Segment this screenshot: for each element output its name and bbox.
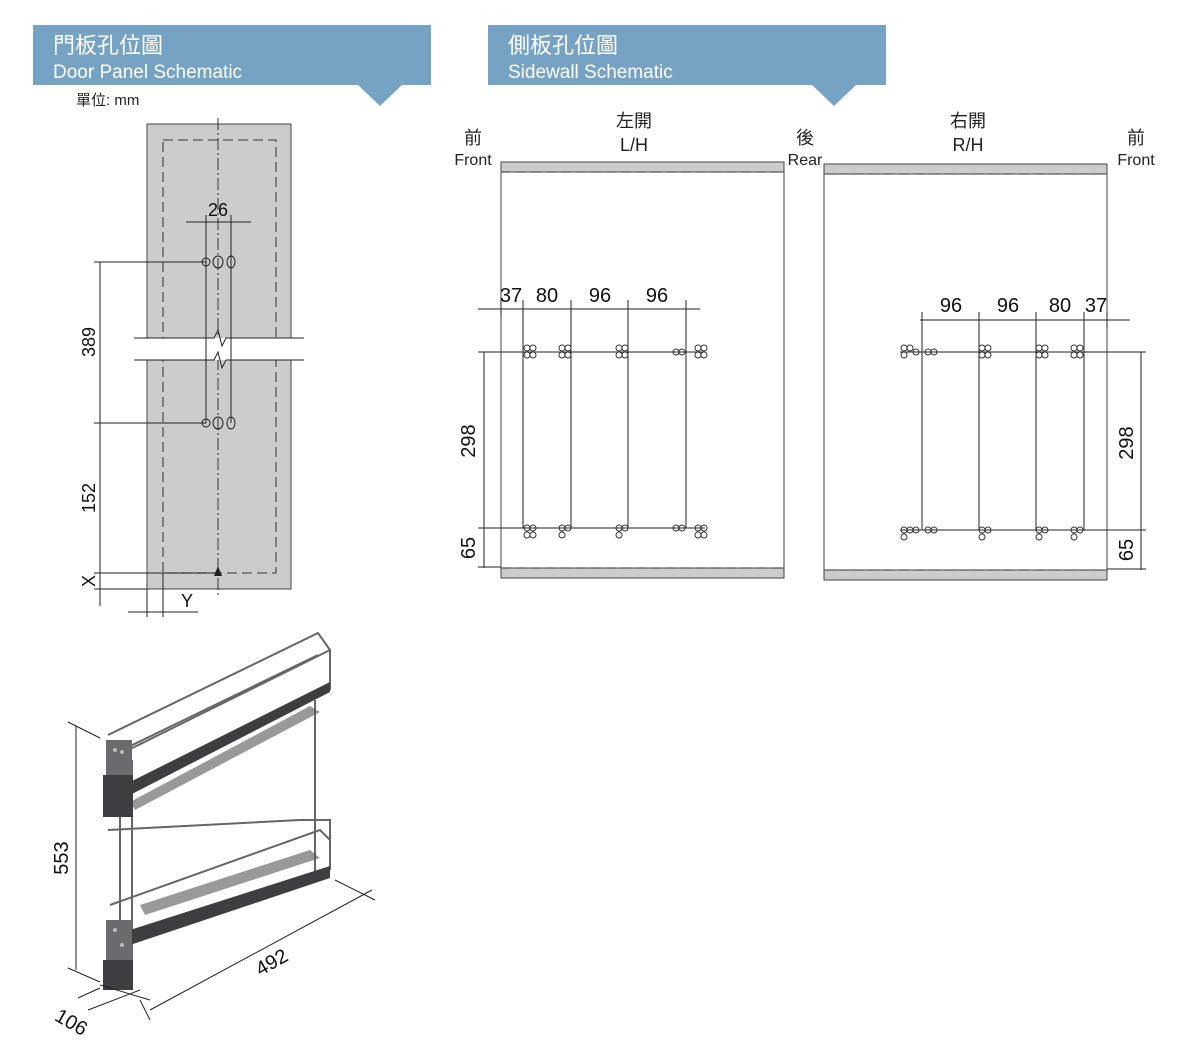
rear-cn: 後 [796,128,814,148]
rh-cn: 右開 [950,111,986,131]
dim-65: 65 [1116,539,1138,561]
left-sidewall: 37 80 96 96 298 65 [458,161,785,579]
lower-shelf [130,866,330,945]
dim-298: 298 [1116,426,1138,459]
dim-298: 298 [458,424,480,457]
hole-markers [900,344,1084,541]
dim-65: 65 [458,537,480,559]
rh-en: R/H [953,135,984,155]
dim-height-553: 553 [51,841,73,874]
dim-x: X [79,575,99,587]
dim-depth-492: 492 [252,945,292,981]
hole-markers [523,344,708,539]
dim-80: 80 [1049,295,1071,317]
door-title-en: Door Panel Schematic [53,62,242,83]
door-panel-drawing: 26 389 152 X Y [79,118,304,617]
header-pointer-icon [358,85,402,106]
left-front-en: Front [454,152,492,169]
right-sidewall: 96 96 80 37 298 65 [823,163,1146,581]
dim-80: 80 [536,285,558,307]
sidewall-title-cn: 側板孔位圖 [508,33,618,58]
left-front-cn: 前 [464,128,482,148]
dim-96: 96 [646,285,668,307]
upper-shelf [130,682,330,795]
sidewall-labels: 前 Front 左開 L/H 後 Rear 右開 R/H 前 Front [454,111,1155,169]
unit-label: 單位: mm [76,92,139,109]
dim-y: Y [181,591,193,611]
dim-96: 96 [940,295,962,317]
sidewall-header: 側板孔位圖 Sidewall Schematic [488,25,886,106]
dim-26: 26 [208,200,228,220]
door-title-cn: 門板孔位圖 [53,33,163,58]
dim-389: 389 [79,327,99,357]
right-front-cn: 前 [1127,128,1145,148]
dim-width-106: 106 [51,1005,91,1041]
dim-152: 152 [79,483,99,513]
dim-37: 37 [500,285,522,307]
dim-37: 37 [1085,295,1107,317]
rear-en: Rear [788,152,823,169]
dim-96: 96 [997,295,1019,317]
header-pointer-icon [812,85,856,106]
pullout-basket-illustration: 553 492 106 [51,631,376,1041]
lh-en: L/H [620,135,648,155]
lh-cn: 左開 [616,111,652,131]
door-panel-header: 門板孔位圖 Door Panel Schematic [33,25,431,106]
right-front-en: Front [1117,152,1155,169]
dim-96: 96 [589,285,611,307]
sidewall-title-en: Sidewall Schematic [508,62,673,83]
